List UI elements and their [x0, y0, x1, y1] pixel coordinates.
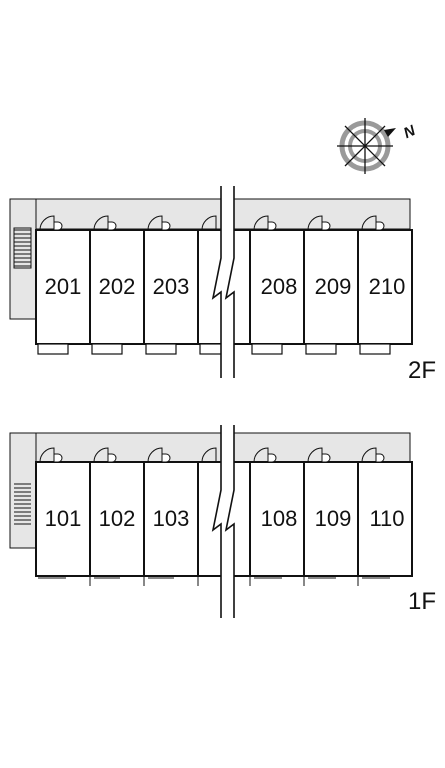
room-number: 209	[315, 274, 352, 299]
balcony	[37, 343, 69, 355]
door-icon	[253, 215, 269, 231]
balcony	[145, 343, 177, 355]
unit-108: 108	[249, 447, 305, 586]
unit-110: 110	[357, 447, 413, 586]
unit-109: 109	[303, 447, 359, 586]
door-icon	[201, 447, 217, 463]
door-knob-icon	[321, 453, 331, 463]
door-knob-icon	[375, 221, 385, 231]
unit-203: 203	[143, 215, 199, 355]
walkway-2f	[29, 198, 411, 230]
room-number: 108	[261, 506, 298, 531]
door-icon	[147, 447, 163, 463]
door-icon	[307, 215, 323, 231]
floor-label: 2F	[408, 357, 436, 384]
door-knob-icon	[321, 221, 331, 231]
unit-208: 208	[249, 215, 305, 355]
unit-103: 103	[143, 447, 199, 586]
compass-north-letter: N	[401, 122, 419, 142]
compass-spokes	[337, 118, 393, 174]
door-icon	[361, 447, 377, 463]
unit-201: 201	[35, 215, 91, 355]
door-knob-icon	[161, 453, 171, 463]
compass-rose: N	[337, 118, 419, 174]
door-icon	[201, 215, 217, 231]
room-number: 110	[369, 506, 404, 531]
door-icon	[147, 215, 163, 231]
room-number: 109	[315, 506, 352, 531]
room-number: 102	[99, 506, 136, 531]
unit-101: 101	[35, 447, 91, 579]
door-icon	[361, 215, 377, 231]
unit-209: 209	[303, 215, 359, 355]
compass-arrow-icon	[384, 128, 396, 137]
door-icon	[307, 447, 323, 463]
balcony	[251, 343, 283, 355]
balcony	[199, 343, 223, 355]
stair-landing-1f	[9, 432, 37, 549]
door-icon	[253, 447, 269, 463]
stairs-2f	[13, 227, 32, 269]
floor-label: 1F	[408, 588, 436, 615]
walkway-1f	[29, 432, 411, 464]
door-knob-icon	[375, 453, 385, 463]
door-icon	[93, 447, 109, 463]
door-knob-icon	[53, 453, 63, 463]
break-symbol-2f	[211, 186, 242, 378]
room-number: 201	[45, 274, 82, 299]
floor-1f: 101 102 103 108	[9, 425, 436, 618]
unit-202: 202	[89, 215, 145, 355]
balcony	[305, 343, 337, 355]
room-number: 210	[369, 274, 406, 299]
door-knob-icon	[107, 221, 117, 231]
room-number: 101	[45, 506, 82, 531]
room-number: 203	[153, 274, 190, 299]
door-knob-icon	[267, 221, 277, 231]
room-number: 103	[153, 506, 190, 531]
floor-2f: 201 202 203 208	[9, 186, 436, 384]
room-number: 208	[261, 274, 298, 299]
balcony	[359, 343, 391, 355]
door-knob-icon	[53, 221, 63, 231]
door-icon	[39, 215, 55, 231]
unit-210: 210	[357, 215, 413, 355]
break-symbol-1f	[211, 425, 242, 618]
door-icon	[39, 447, 55, 463]
unit-102: 102	[89, 447, 145, 586]
door-knob-icon	[267, 453, 277, 463]
door-knob-icon	[161, 221, 171, 231]
room-number: 202	[99, 274, 136, 299]
door-icon	[93, 215, 109, 231]
stairs-1f	[14, 483, 31, 525]
door-knob-icon	[107, 453, 117, 463]
balcony	[91, 343, 123, 355]
